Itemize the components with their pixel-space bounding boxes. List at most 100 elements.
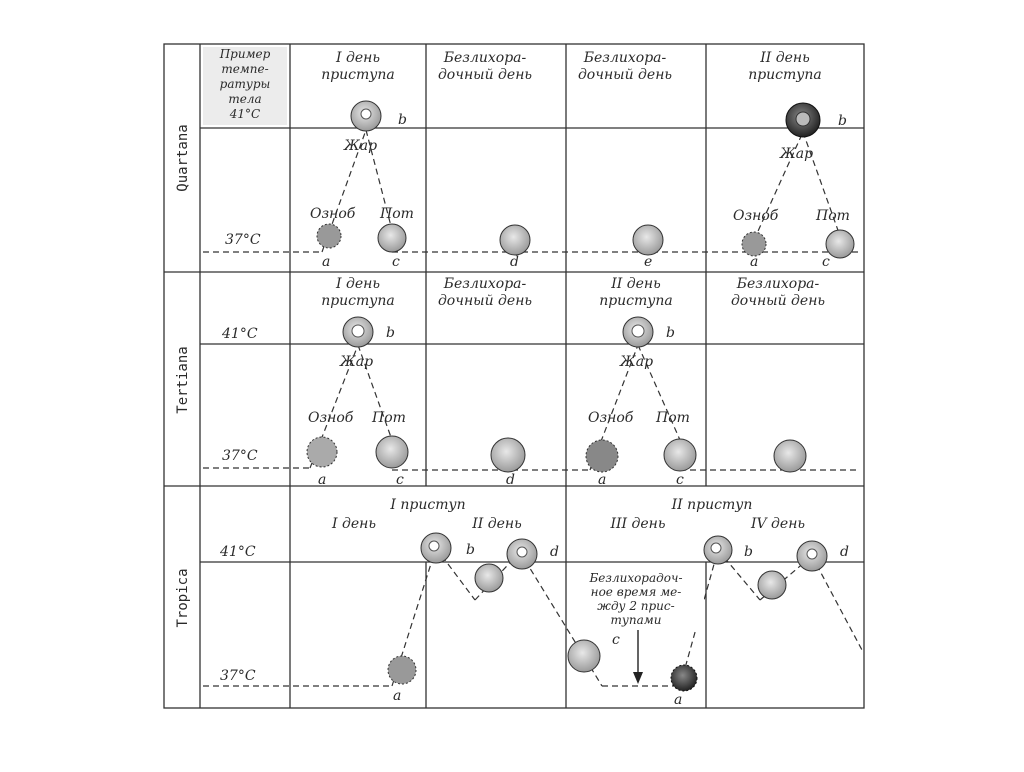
tropica-letter-b2: b [744, 544, 753, 560]
tertiana-letter-b2: b [666, 325, 675, 341]
tertiana-sweat-label-2: Пот [655, 410, 690, 426]
quartana-letter-a2: a [750, 254, 758, 270]
tropica-attack-2: II приступ [671, 497, 753, 513]
quartana-letter-b: b [398, 112, 407, 128]
outer-border [163, 43, 865, 709]
tropica-letter-d2: d [840, 544, 849, 560]
quartana-letter-c: c [392, 254, 400, 270]
tertiana-letter-c2: c [676, 472, 684, 488]
tropica-note-l1: Безлихорадоч- [588, 571, 682, 585]
tropica-cell-mid-1 [474, 563, 504, 593]
quartana-heat-label: Жар [343, 138, 377, 154]
quartana-col4-header-l2: приступа [748, 67, 822, 83]
quartana-chill-label: Озноб [310, 206, 356, 222]
tertiana-cell-d [490, 437, 526, 473]
legend-line-5: 41°С [229, 107, 260, 121]
quartana-heat-label-2: Жар [779, 146, 813, 162]
tropica-letter-b: b [466, 542, 475, 558]
tertiana-col4-header-l1: Безлихора- [736, 276, 820, 292]
tertiana-fever-path [203, 344, 860, 471]
tertiana-cell-a2 [585, 439, 619, 473]
quartana-37-label: 37°С [225, 232, 261, 248]
legend-line-4: тела [228, 92, 261, 106]
quartana-cell-d [499, 224, 531, 256]
quartana-cell-c2 [825, 229, 855, 259]
tropica-37-label: 37°С [220, 668, 256, 684]
tropica-note-l4: тупами [611, 613, 662, 627]
tropica-attack-1: I приступ [389, 497, 465, 513]
tropica-cell-mid-2 [757, 570, 787, 600]
quartana-col3-header-l1: Безлихора- [583, 50, 667, 66]
tertiana-cell-c2 [663, 438, 697, 472]
row-title-tropica: Tropica [175, 568, 191, 627]
quartana-col2-header-l1: Безлихора- [443, 50, 527, 66]
tropica-day-4: IV день [750, 516, 805, 532]
tertiana-letter-a2: a [598, 472, 606, 488]
tropica-fever-path [203, 547, 863, 687]
tertiana-col2-header-l2: дочный день [438, 293, 532, 309]
tropica-band: I приступ II приступ I день II день III … [203, 497, 863, 708]
tertiana-cell-e [773, 439, 807, 473]
tertiana-sweat-label: Пот [371, 410, 406, 426]
quartana-col3-header-l2: дочный день [578, 67, 672, 83]
tropica-note-l3: жду 2 прис- [597, 599, 674, 613]
tropica-day-3: III день [609, 516, 665, 532]
quartana-letter-b2: b [838, 113, 847, 129]
quartana-col1-header-l1: I день [335, 50, 380, 66]
tropica-note-arrow [633, 630, 643, 684]
quartana-cell-e [632, 224, 664, 256]
tertiana-37-label: 37°С [222, 448, 258, 464]
tertiana-letter-d: d [506, 472, 515, 488]
quartana-cell-c [377, 223, 407, 253]
tertiana-col1-header-l1: I день [335, 276, 380, 292]
legend-line-2: темпе- [221, 62, 268, 76]
tertiana-chill-label: Озноб [308, 410, 354, 426]
tropica-letter-d: d [550, 544, 559, 560]
tertiana-letter-a: a [318, 472, 326, 488]
tropica-cell-c [567, 639, 601, 673]
tropica-day-1: I день [331, 516, 376, 532]
legend-line-1: Пример [219, 47, 271, 61]
tertiana-band: I день приступа Безлихора- дочный день I… [203, 276, 860, 488]
quartana-cell-a2 [741, 231, 767, 257]
row-title-quartana: Quartana [175, 124, 191, 191]
row-title-tertiana: Tertiana [175, 346, 191, 413]
grid [163, 43, 865, 709]
tertiana-col3-header-l1: II день [610, 276, 661, 292]
quartana-band: I день приступа Безлихора- дочный день Б… [203, 50, 860, 270]
quartana-letter-c2: c [822, 254, 830, 270]
legend-line-3: ратуры [220, 77, 271, 91]
tropica-note-l2: ное время ме- [591, 585, 682, 599]
quartana-letter-e: e [644, 254, 652, 270]
tropica-cell-a2 [670, 664, 698, 692]
tertiana-chill-label-2: Озноб [588, 410, 634, 426]
tertiana-heat-label: Жар [339, 354, 373, 370]
tropica-letter-c: c [612, 632, 620, 648]
tertiana-col1-header-l2: приступа [321, 293, 395, 309]
tertiana-heat-label-2: Жар [619, 354, 653, 370]
tropica-letter-a: a [393, 688, 401, 704]
tertiana-41-label: 41°С [221, 326, 258, 342]
legend-cell [203, 47, 287, 125]
tertiana-letter-c: c [396, 472, 404, 488]
tertiana-letter-b: b [386, 325, 395, 341]
quartana-col1-header-l2: приступа [321, 67, 395, 83]
tropica-note-bg [570, 568, 704, 630]
tertiana-cell-c [375, 435, 409, 469]
legend: Пример темпе- ратуры тела 41°С [219, 47, 271, 121]
tropica-letter-a2: a [674, 692, 682, 708]
tropica-41-label: 41°С [219, 544, 256, 560]
quartana-letter-a: a [322, 254, 330, 270]
quartana-fever-path [203, 129, 860, 253]
quartana-col4-header-l1: II день [759, 50, 810, 66]
quartana-cell-a [316, 223, 342, 249]
quartana-chill-label-2: Озноб [733, 208, 779, 224]
quartana-sweat-label-2: Пот [815, 208, 850, 224]
tertiana-col3-header-l2: приступа [599, 293, 673, 309]
quartana-sweat-label: Пот [379, 206, 414, 222]
quartana-col2-header-l2: дочный день [438, 67, 532, 83]
tertiana-col4-header-l2: дочный день [731, 293, 825, 309]
tropica-cell-a [387, 655, 417, 685]
